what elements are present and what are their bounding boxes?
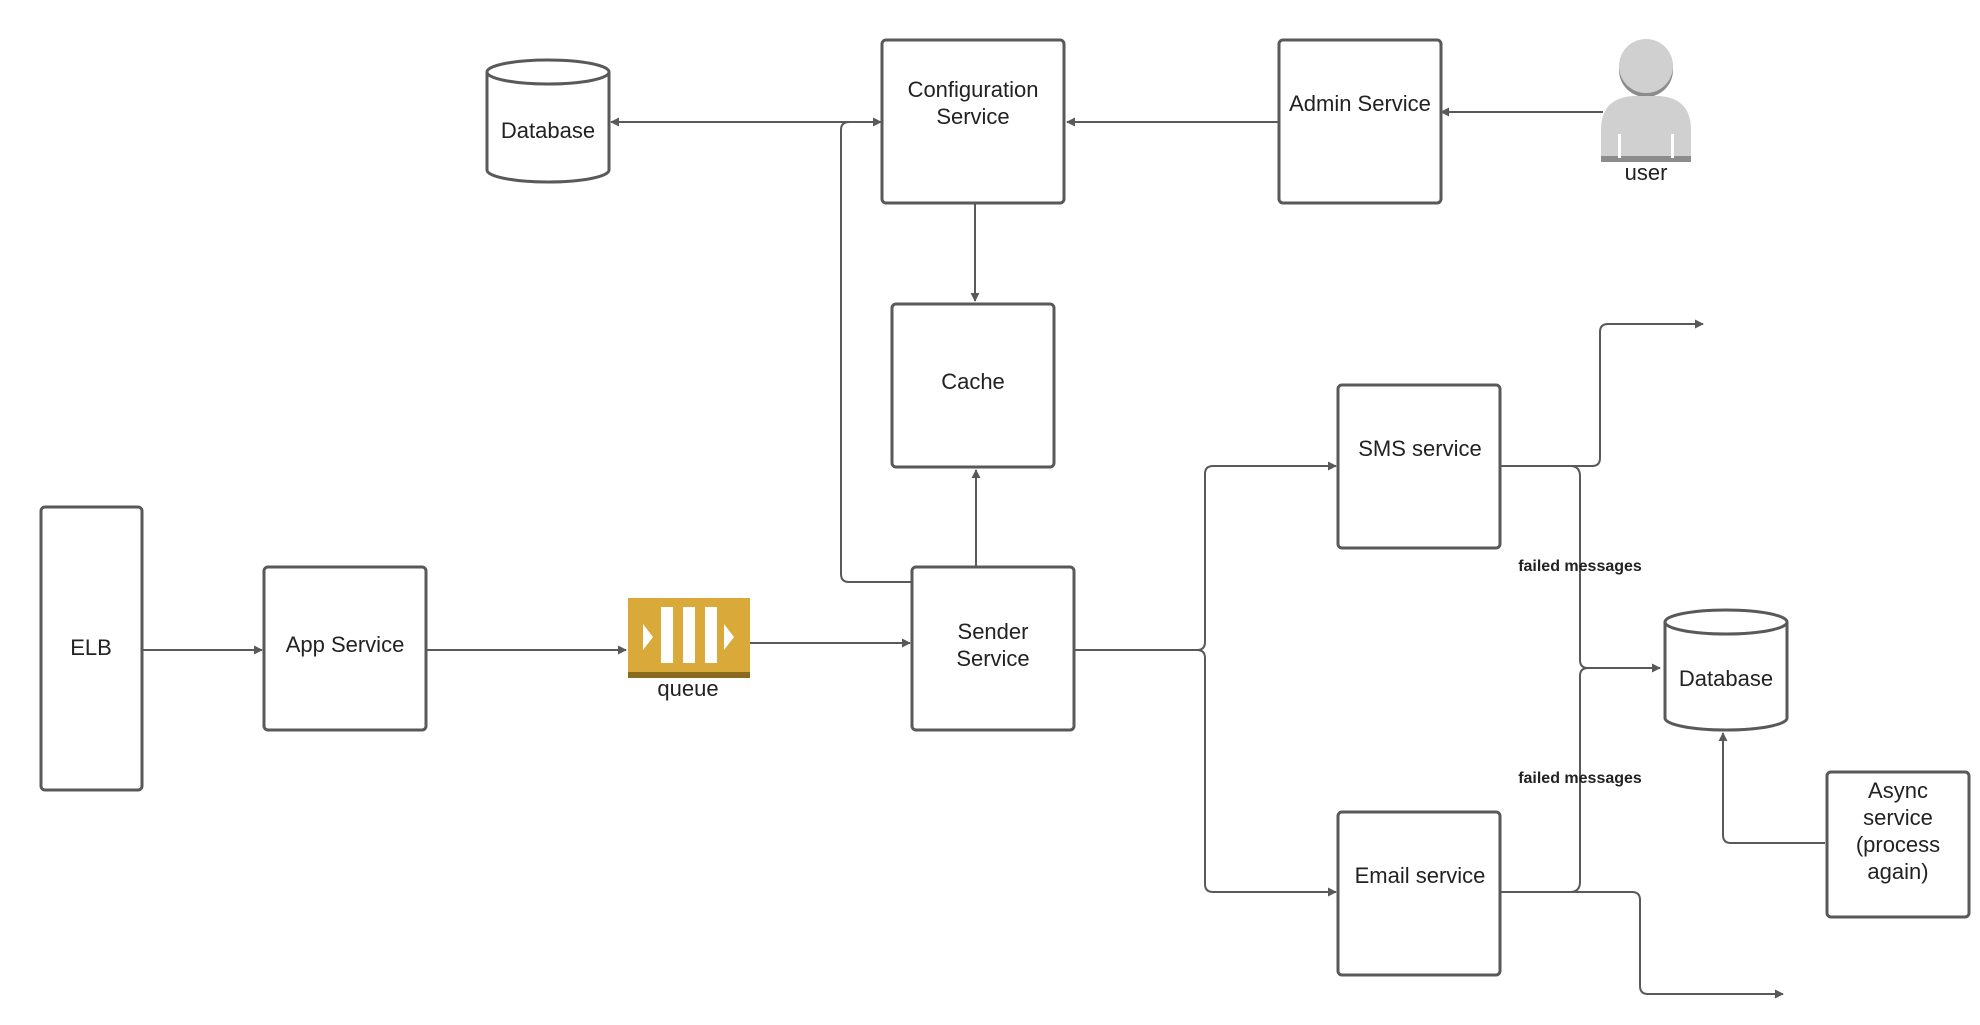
elb-label: ELB xyxy=(70,635,112,660)
queue-icon xyxy=(628,598,750,678)
sms-failed-messages-label: failed messages xyxy=(1518,558,1642,575)
cache-label: Cache xyxy=(941,369,1005,394)
database-top-label: Database xyxy=(501,118,595,143)
app-service-label: App Service xyxy=(286,632,405,657)
email-service-node: Email service xyxy=(1336,810,1502,977)
async-service-label-line4: again) xyxy=(1867,859,1928,884)
admin-service-node: Admin Service xyxy=(1277,38,1443,205)
edge-email-external xyxy=(1499,891,1784,999)
queue-label: queue xyxy=(657,676,718,701)
database-cylinder-icon xyxy=(485,58,611,184)
edge-sms-external xyxy=(1499,319,1704,467)
user-icon xyxy=(1601,39,1691,162)
queue-node: queue xyxy=(628,598,750,701)
database-top-node: Database xyxy=(485,58,611,184)
edge-sender-to-sms xyxy=(1074,461,1337,651)
configuration-service-node: Configuration Service xyxy=(880,38,1066,205)
database-cylinder-icon xyxy=(1663,608,1789,732)
sender-service-node: Sender Service xyxy=(910,565,1076,732)
database-right-node: Database xyxy=(1663,608,1789,732)
sms-service-node: SMS service xyxy=(1336,383,1502,550)
email-failed-messages-label: failed messages xyxy=(1518,770,1642,787)
edge-sender-to-email xyxy=(1196,649,1337,897)
async-service-node: Async service (process again) xyxy=(1825,770,1971,919)
configuration-service-label-line1: Configuration xyxy=(908,77,1039,102)
sender-service-label-line1: Sender xyxy=(958,619,1029,644)
cache-node: Cache xyxy=(890,302,1056,469)
app-service-node: App Service xyxy=(262,565,428,732)
sender-service-label-line2: Service xyxy=(956,646,1029,671)
user-node: user xyxy=(1601,39,1691,185)
email-service-label: Email service xyxy=(1355,863,1486,888)
user-label: user xyxy=(1625,160,1668,185)
edge-sms-failed-to-database xyxy=(1569,465,1589,669)
sms-service-label: SMS service xyxy=(1358,436,1481,461)
edge-async-to-database xyxy=(1718,732,1825,844)
async-service-label-line2: service xyxy=(1863,805,1933,830)
admin-service-label: Admin Service xyxy=(1289,91,1431,116)
elb-node: ELB xyxy=(39,505,144,792)
async-service-label-line3: (process xyxy=(1856,832,1940,857)
database-right-label: Database xyxy=(1679,666,1773,691)
configuration-service-label-line2: Service xyxy=(936,104,1009,129)
async-service-label-line1: Async xyxy=(1868,778,1928,803)
edge-email-failed-to-database xyxy=(1569,667,1589,893)
